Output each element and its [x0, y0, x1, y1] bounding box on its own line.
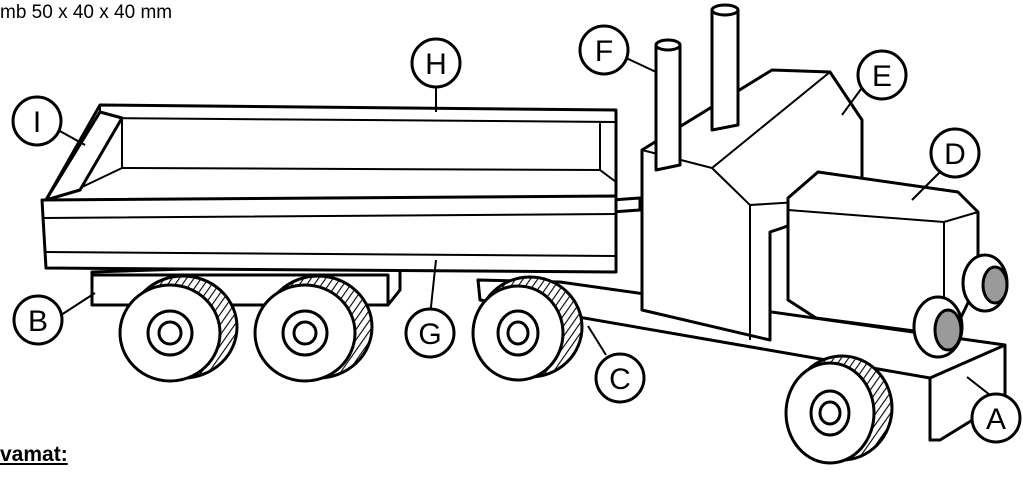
- label-A: A: [986, 403, 1006, 436]
- label-B: B: [28, 305, 48, 338]
- truck-wheel-front: [784, 354, 894, 465]
- truck-wheel-rear: [471, 275, 584, 382]
- callout-E: E: [841, 49, 908, 116]
- trailer-box: [40, 103, 618, 274]
- callout-F: F: [578, 24, 657, 76]
- label-I: I: [33, 106, 41, 139]
- callout-A: A: [966, 376, 1022, 444]
- dimension-note: mb 50 x 40 x 40 mm: [0, 2, 173, 23]
- callout-H: H: [410, 37, 462, 112]
- callout-C: C: [587, 325, 646, 404]
- label-C: C: [609, 363, 631, 396]
- label-G: G: [418, 318, 441, 351]
- trailer-wheel-1: [118, 274, 239, 383]
- label-H: H: [425, 48, 447, 81]
- exhaust-stacks: [654, 3, 740, 172]
- label-D: D: [944, 138, 966, 171]
- label-E: E: [872, 60, 892, 93]
- trailer-wheel-2: [253, 274, 374, 383]
- label-F: F: [595, 35, 613, 68]
- callout-B: B: [12, 292, 96, 346]
- headlights: [912, 253, 1009, 359]
- callout-G: G: [404, 259, 456, 359]
- materials-heading: vamat:: [0, 443, 68, 466]
- callout-I: I: [11, 95, 86, 147]
- callout-D: D: [911, 127, 981, 201]
